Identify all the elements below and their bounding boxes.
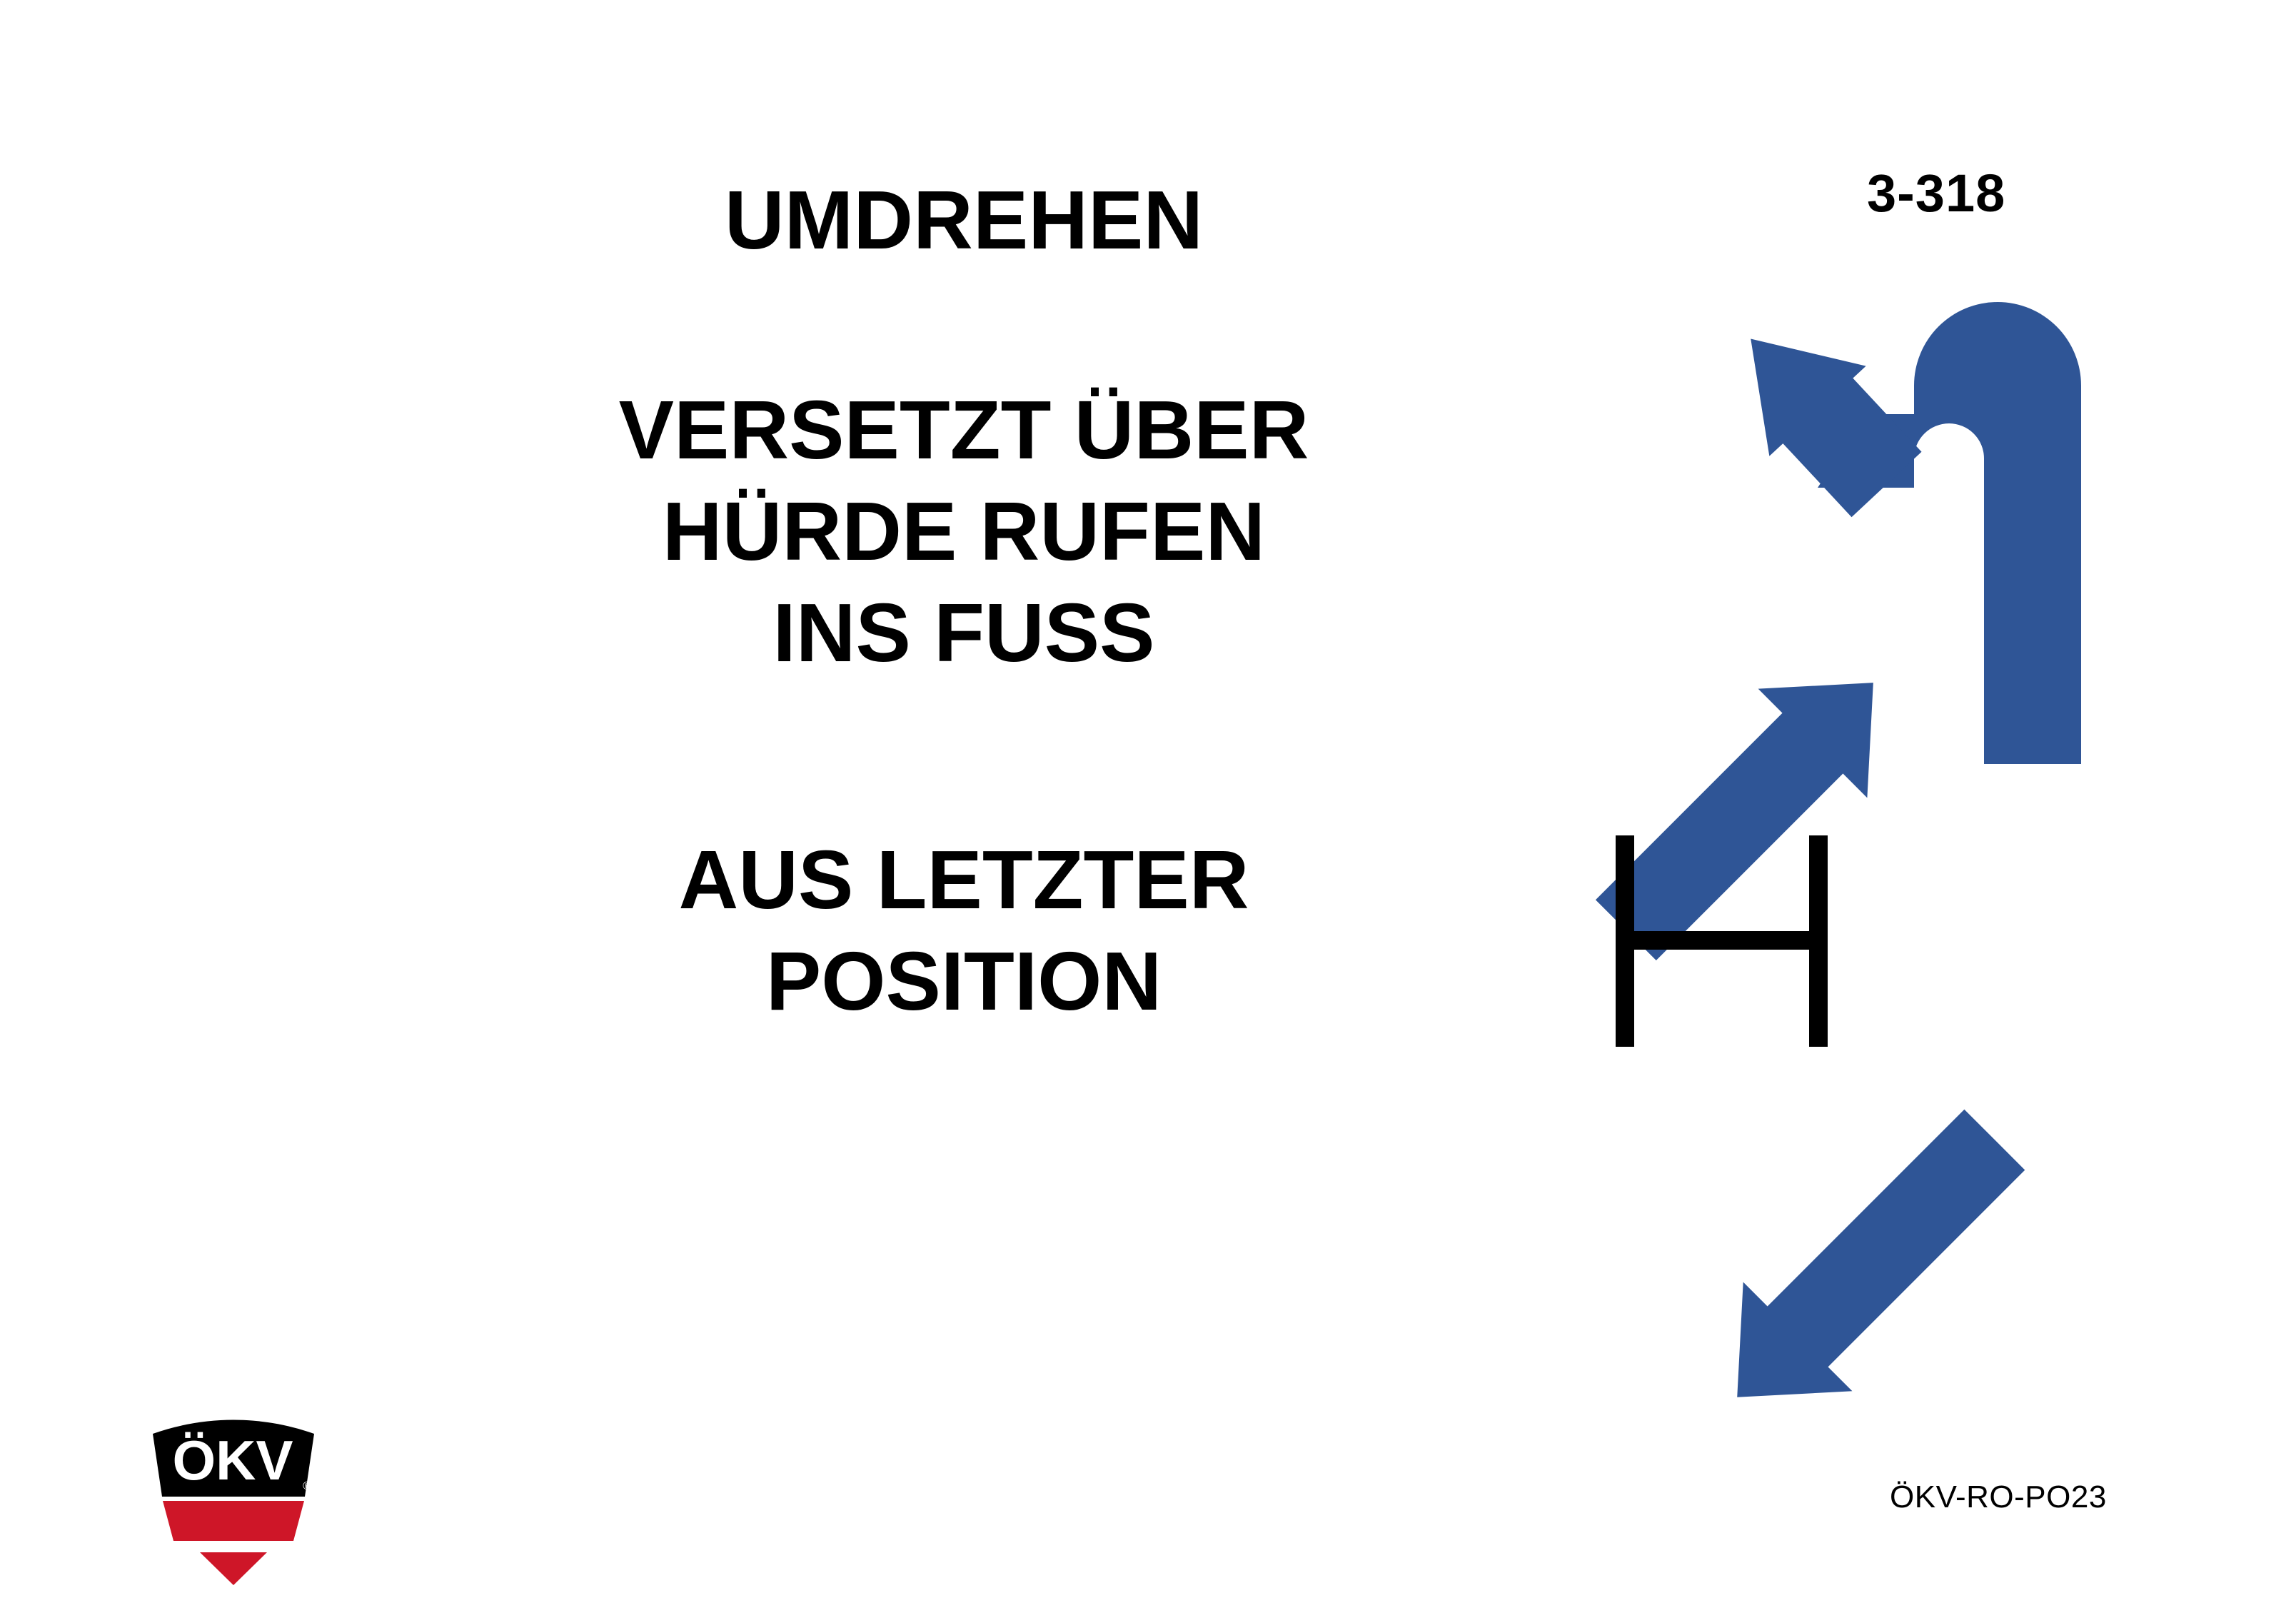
instruction-text-column: UMDREHEN VERSETZT ÜBER HÜRDE RUFEN INS F… [357,179,1571,1022]
diagonal-arrow-up-right-icon [1595,683,1873,961]
okv-logo-red-band [163,1501,304,1541]
instruction-line-aus-letzter: AUS LETZTER [678,833,1249,926]
okv-logo: ÖKV ® [153,1419,314,1585]
instruction-block-3: AUS LETZTER POSITION [357,838,1571,1022]
instruction-line-ins-fuss: INS FUSS [772,586,1155,679]
okv-logo-shield-black [153,1419,314,1497]
instruction-block-1: UMDREHEN [357,179,1571,261]
okv-logo-red-triangle [200,1552,267,1585]
exercise-diagram [1595,302,2081,1397]
instruction-line-umdrehen: UMDREHEN [724,174,1204,266]
hurdle-icon [1616,835,1828,1047]
instruction-line-position: POSITION [765,935,1162,1027]
okv-logo-registered-mark: ® [303,1480,311,1492]
sign-code-label: ÖKV-RO-PO23 [1890,1479,2107,1514]
u-turn-arrow-icon [1751,302,2081,764]
exercise-number-label: 3-318 [1867,164,2006,223]
okv-logo-text: ÖKV [172,1429,293,1492]
instruction-block-2: VERSETZT ÜBER HÜRDE RUFEN INS FUSS [357,388,1571,674]
diagonal-arrow-up-left-icon [1737,1109,2025,1397]
instruction-line-huerde-rufen: HÜRDE RUFEN [662,485,1266,578]
instruction-line-versetzt-ueber: VERSETZT ÜBER [618,383,1309,476]
